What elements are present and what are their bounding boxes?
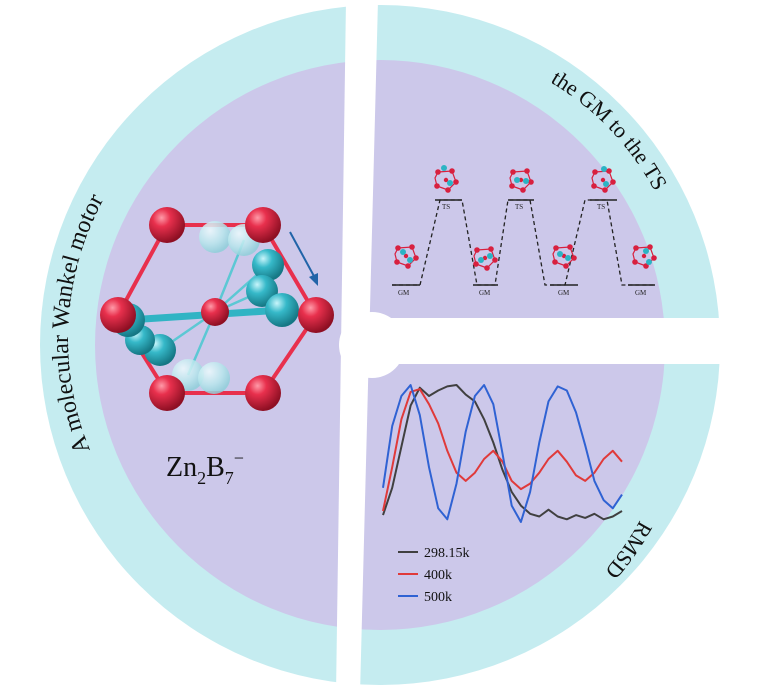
legend-label: 400k xyxy=(424,568,452,583)
rotation-arrow-icon xyxy=(289,231,318,286)
rmsd-legend: 298.15k 400k 500k xyxy=(398,546,470,605)
rmsd-series-line xyxy=(382,384,623,523)
rmsd-series-line xyxy=(382,388,623,512)
legend-label: 298.15k xyxy=(424,546,470,561)
gm-label: GM xyxy=(635,289,647,297)
zn2b7-molecule xyxy=(100,207,334,411)
legend-label: 500k xyxy=(424,590,452,605)
gm-label: GM xyxy=(479,289,491,297)
formula-label: Zn2B7− xyxy=(166,448,244,488)
ts-structure-icon xyxy=(591,166,616,193)
mini-structures xyxy=(394,165,657,271)
gm-structure-icon xyxy=(552,244,577,269)
rmsd-series-line xyxy=(382,384,623,521)
faded-zinc-atoms xyxy=(125,221,260,394)
boron-atoms xyxy=(100,207,334,411)
legend-item-500: 500k xyxy=(398,590,452,605)
gm-label: GM xyxy=(558,289,570,297)
legend-item-400: 400k xyxy=(398,568,452,583)
rmsd-series-group xyxy=(382,384,623,523)
panel-dividers xyxy=(336,0,763,694)
gm-label: GM xyxy=(398,289,410,297)
energy-profile: TS TS TS GM GM GM GM xyxy=(392,165,657,297)
ts-structure-icon xyxy=(509,168,534,193)
ts-label: TS xyxy=(442,203,450,211)
ts-label: TS xyxy=(515,203,523,211)
ts-structure-icon xyxy=(434,165,459,193)
legend-item-298: 298.15k xyxy=(398,546,470,561)
gm-structure-icon xyxy=(632,244,657,269)
gm-structure-icon xyxy=(394,244,419,269)
ts-label: TS xyxy=(597,203,605,211)
gm-structure-icon xyxy=(473,246,498,271)
rmsd-chart: 298.15k 400k 500k xyxy=(382,384,623,605)
